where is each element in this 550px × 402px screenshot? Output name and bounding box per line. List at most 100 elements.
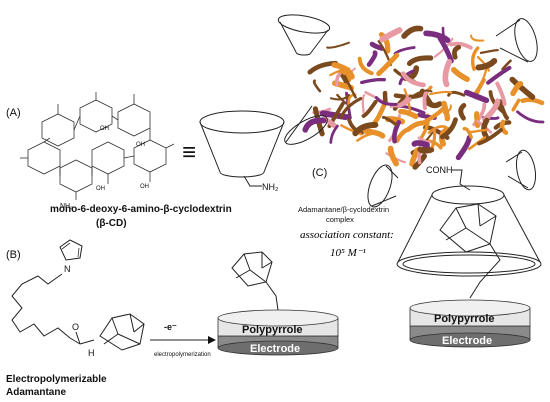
protein-ribbon-strand [516,110,545,124]
protein-ribbon-strand [481,98,501,123]
protein-ribbon-strand [401,25,424,39]
protein-ribbon-strand [437,35,454,64]
protein-ribbon-strand [405,120,427,133]
structure-hydroxyl-label: OH [100,126,109,132]
panel-c-label: (C) [312,167,327,179]
protein-ribbon-strand [343,74,357,99]
protein-ribbon-strand [470,46,480,71]
adamantane-cage [231,251,279,311]
amide-nh: H [88,348,95,358]
protein-ribbon-strand [389,94,410,108]
protein-ribbon-strand [352,121,379,137]
protein-ribbon-strand [449,41,473,50]
protein-ribbon-strand [417,136,431,144]
protein-ribbon-strand [495,81,507,107]
protein-ribbon-strand [510,81,524,97]
protein-ribbon-strand [361,94,366,114]
reaction-label: electropolymerization [154,352,211,358]
association-constant-label: association constant: [300,229,394,241]
compound-abbreviation: (β-CD) [96,218,127,229]
cyclodextrin-cup-icon [284,105,328,145]
linker-bond [452,169,471,191]
protein-ribbon-strand [361,99,378,118]
protein-ribbon-strand [463,89,490,104]
protein-ribbon-strand [499,119,509,135]
protein-ribbon-strand [360,77,386,85]
protein-ribbon-strand [329,67,351,77]
protein-ribbon-strand [474,111,481,129]
protein-ribbon-strand [428,90,453,96]
protein-ribbon-strand [458,103,467,121]
protein-ribbon-strand [392,120,402,144]
protein-ribbon-strand [326,41,350,49]
protein-ribbon-strand [422,88,430,111]
protein-ribbon-strand [509,76,536,100]
protein-ribbon-strand [329,93,351,101]
protein-ribbon-strand [366,50,378,67]
protein-ribbon-strand [427,125,447,134]
protein-ribbon-strand [501,59,512,71]
linker-label: CONH [426,165,453,175]
molecule-name-line2: Adamantane [6,387,66,398]
polypyrrole-label-c: Polypyrrole [434,313,495,325]
cyclodextrin-structure [20,92,175,200]
protein-ribbon-strand [376,52,400,77]
protein-ribbon-strand [339,97,363,119]
protein-ribbon-strand [406,55,434,67]
equivalence-symbol: ≡ [182,139,196,166]
protein-ribbon-strand [486,65,512,85]
protein-ribbon-strand [411,140,430,148]
polypyrrole-label-b: Polypyrrole [242,324,303,336]
cyclodextrin-cup-icon [495,18,538,63]
protein-ribbon-strand [379,27,403,43]
protein-ribbon-strand [417,146,435,154]
protein-ribbon-strand [393,46,416,56]
protein-ribbon-strand [477,128,503,146]
protein-ribbon-strand [357,56,374,76]
molecule-name-line1: Electropolymerizable [6,374,107,385]
protein-ribbon-strand [369,41,385,51]
protein-ribbon-strand [329,124,339,144]
protein-ribbon-strand [481,117,490,139]
panel-a-label: (A) [6,107,21,119]
structure-hydroxyl-label: OH [136,142,145,148]
amide-oxygen: O [72,322,79,332]
electrode-disc-c [409,299,531,348]
structure-hydroxyl-label: OH [96,186,105,192]
protein-ribbon-strand [319,110,349,121]
protein-ribbon-strand [356,132,374,142]
protein-ribbon-strand [302,117,327,133]
arrow-head-icon [208,336,216,344]
complex-title-line1: Adamantane/β-cyclodextrin [298,205,389,214]
protein-ribbon-strand [520,97,545,106]
protein-ribbon-strand [442,104,452,114]
reaction-reagent: -e⁻ [164,322,177,332]
protein-ribbon-strand [362,128,386,139]
protein-ribbon-strand [475,57,498,71]
compound-name: mono-6-deoxy-6-amino-β-cyclodextrin [50,204,232,215]
cyclodextrin-cup-icon [367,164,399,208]
protein-ribbon-strand [447,90,466,97]
protein-ribbon-strand [400,71,426,88]
electrode-label-b: Electrode [250,343,300,355]
protein-ribbon-strand [394,127,409,143]
protein-ribbon-strand [467,128,489,134]
protein-ribbon-strand [381,115,398,127]
electrode-disc-b [217,309,339,356]
electrode-label-c: Electrode [442,335,492,347]
protein-ribbon-strand [374,96,398,106]
protein-ribbon-strand [452,44,462,60]
protein-ribbon-image [302,25,545,170]
protein-ribbon-strand [451,67,470,82]
panel-b-label: (B) [6,249,21,261]
protein-ribbon-strand [442,58,453,88]
protein-ribbon-strand [470,34,485,42]
protein-ribbon-strand [409,147,420,167]
cyclodextrin-cup-icon [199,110,285,187]
cup-amine-label: NH₂ [262,182,279,192]
structure-amine-label: NH₂ [60,203,73,210]
protein-ribbon-strand [455,135,472,161]
protein-ribbon-strand [393,92,424,99]
pyrrole-nitrogen: N [64,264,71,274]
